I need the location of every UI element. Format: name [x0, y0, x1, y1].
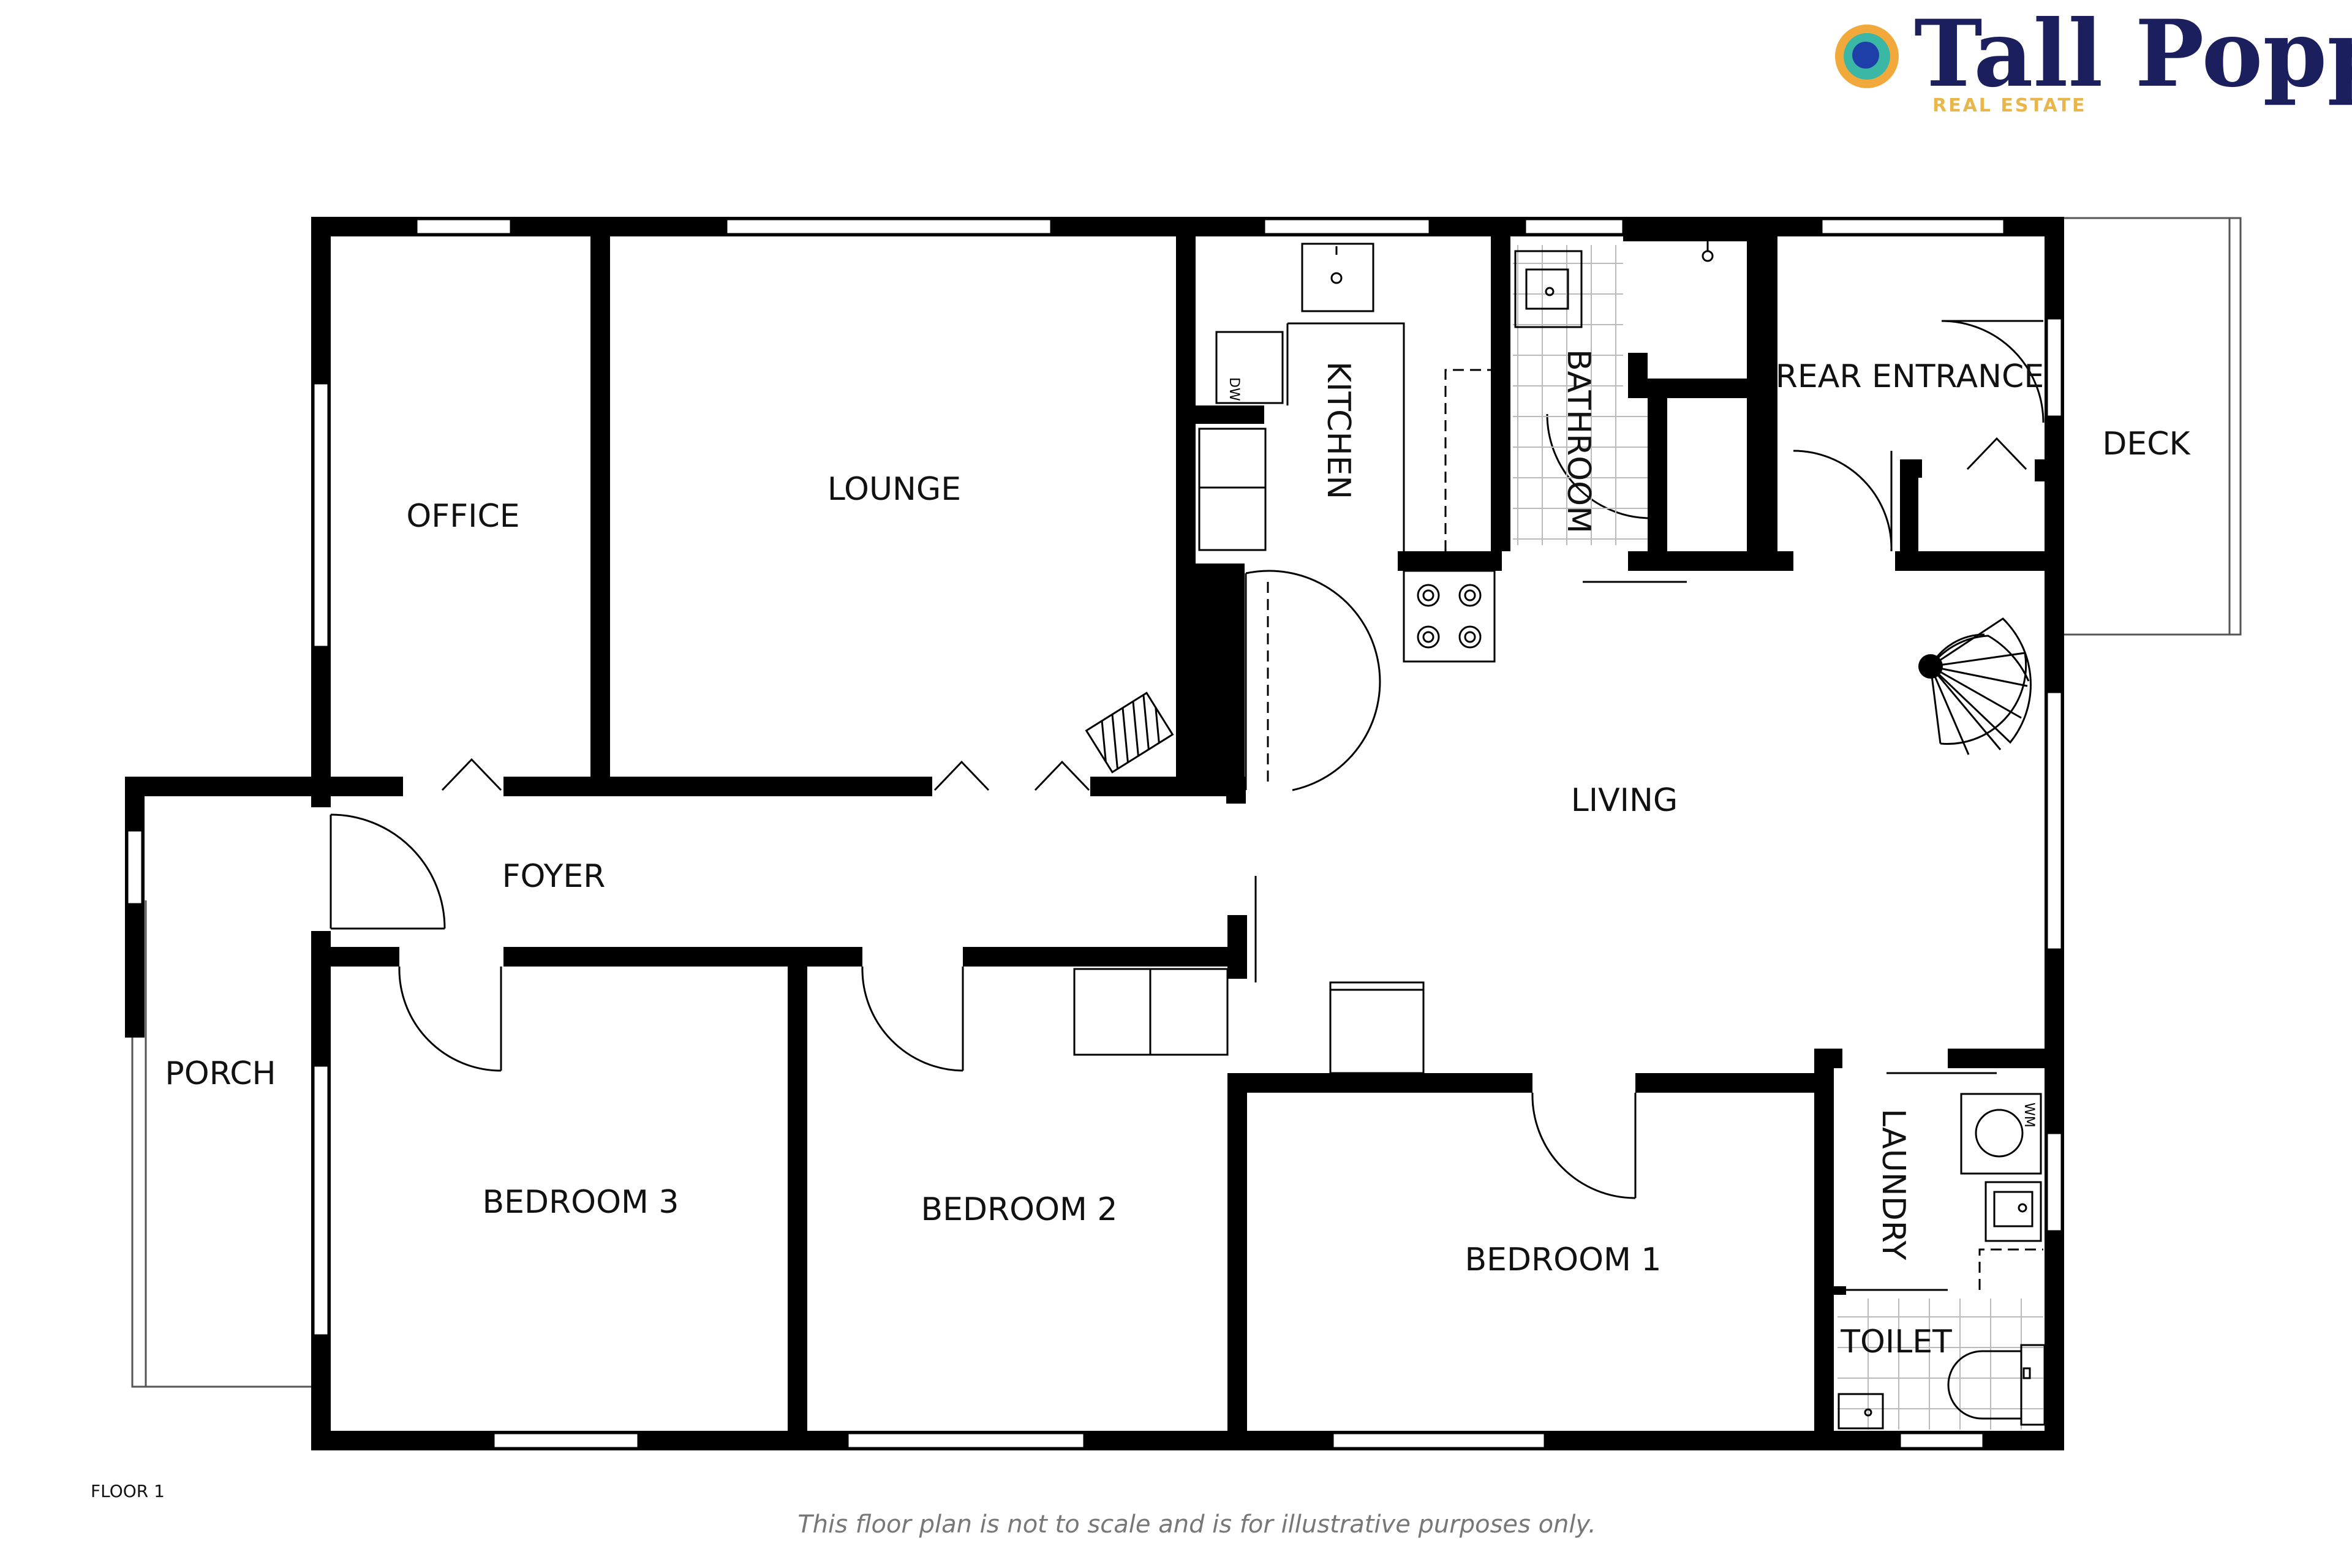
- toilet-icon: [1947, 1344, 2046, 1426]
- room-label-bedroom-3: BEDROOM 3: [482, 1184, 679, 1221]
- room-labels: OFFICE LOUNGE KITCHEN BATHROOM REAR ENTR…: [165, 349, 2191, 1360]
- room-label-porch: PORCH: [165, 1055, 276, 1092]
- brand-name: Tall Poppy: [1914, 0, 2352, 108]
- room-label-bathroom: BATHROOM: [1560, 349, 1597, 533]
- bathroom-vanity-icon: [1514, 250, 1583, 328]
- deck-outline: [2064, 217, 2242, 636]
- dishwasher-label: DW: [1226, 377, 1242, 401]
- washing-machine-label: WM: [2021, 1102, 2037, 1128]
- fireplace-icon: [1085, 692, 1174, 774]
- disclaimer: This floor plan is not to scale and is f…: [797, 1510, 1596, 1539]
- room-label-kitchen: KITCHEN: [1320, 361, 1357, 499]
- shower-icon: [1702, 250, 1714, 262]
- room-label-foyer: FOYER: [502, 858, 606, 895]
- spiral-staircase-icon: [1918, 617, 2032, 755]
- room-label-living: LIVING: [1571, 782, 1678, 819]
- dishwasher-icon: [1215, 331, 1284, 404]
- room-label-office: OFFICE: [406, 498, 519, 535]
- room-label-deck: DECK: [2102, 426, 2191, 462]
- windows: [126, 218, 2063, 1449]
- room-label-bedroom-1: BEDROOM 1: [1464, 1242, 1661, 1278]
- doors: [330, 320, 2045, 1291]
- brand-logo: Tall Poppy REAL ESTATE: [1835, 0, 2352, 116]
- bathroom-tiles: [1513, 245, 2043, 1430]
- room-label-rear-entrance: REAR ENTRANCE: [1776, 358, 2044, 395]
- hand-basin-icon: [1838, 1393, 1884, 1430]
- interior-walls: [331, 217, 2045, 1431]
- room-label-toilet: TOILET: [1840, 1324, 1952, 1360]
- washing-machine-icon: [1960, 1093, 2042, 1175]
- cooktop-icon: [1403, 570, 1496, 663]
- floor-label: FLOOR 1: [91, 1481, 165, 1501]
- room-label-lounge: LOUNGE: [827, 471, 961, 508]
- laundry-tub-icon: [1985, 1181, 2042, 1242]
- room-label-bedroom-2: BEDROOM 2: [921, 1191, 1117, 1228]
- room-label-laundry: LAUNDRY: [1875, 1109, 1912, 1261]
- kitchen-sink-icon: [1301, 243, 1374, 312]
- brand-subtitle: REAL ESTATE: [1932, 95, 2086, 116]
- fixtures: DW: [1073, 239, 2046, 1430]
